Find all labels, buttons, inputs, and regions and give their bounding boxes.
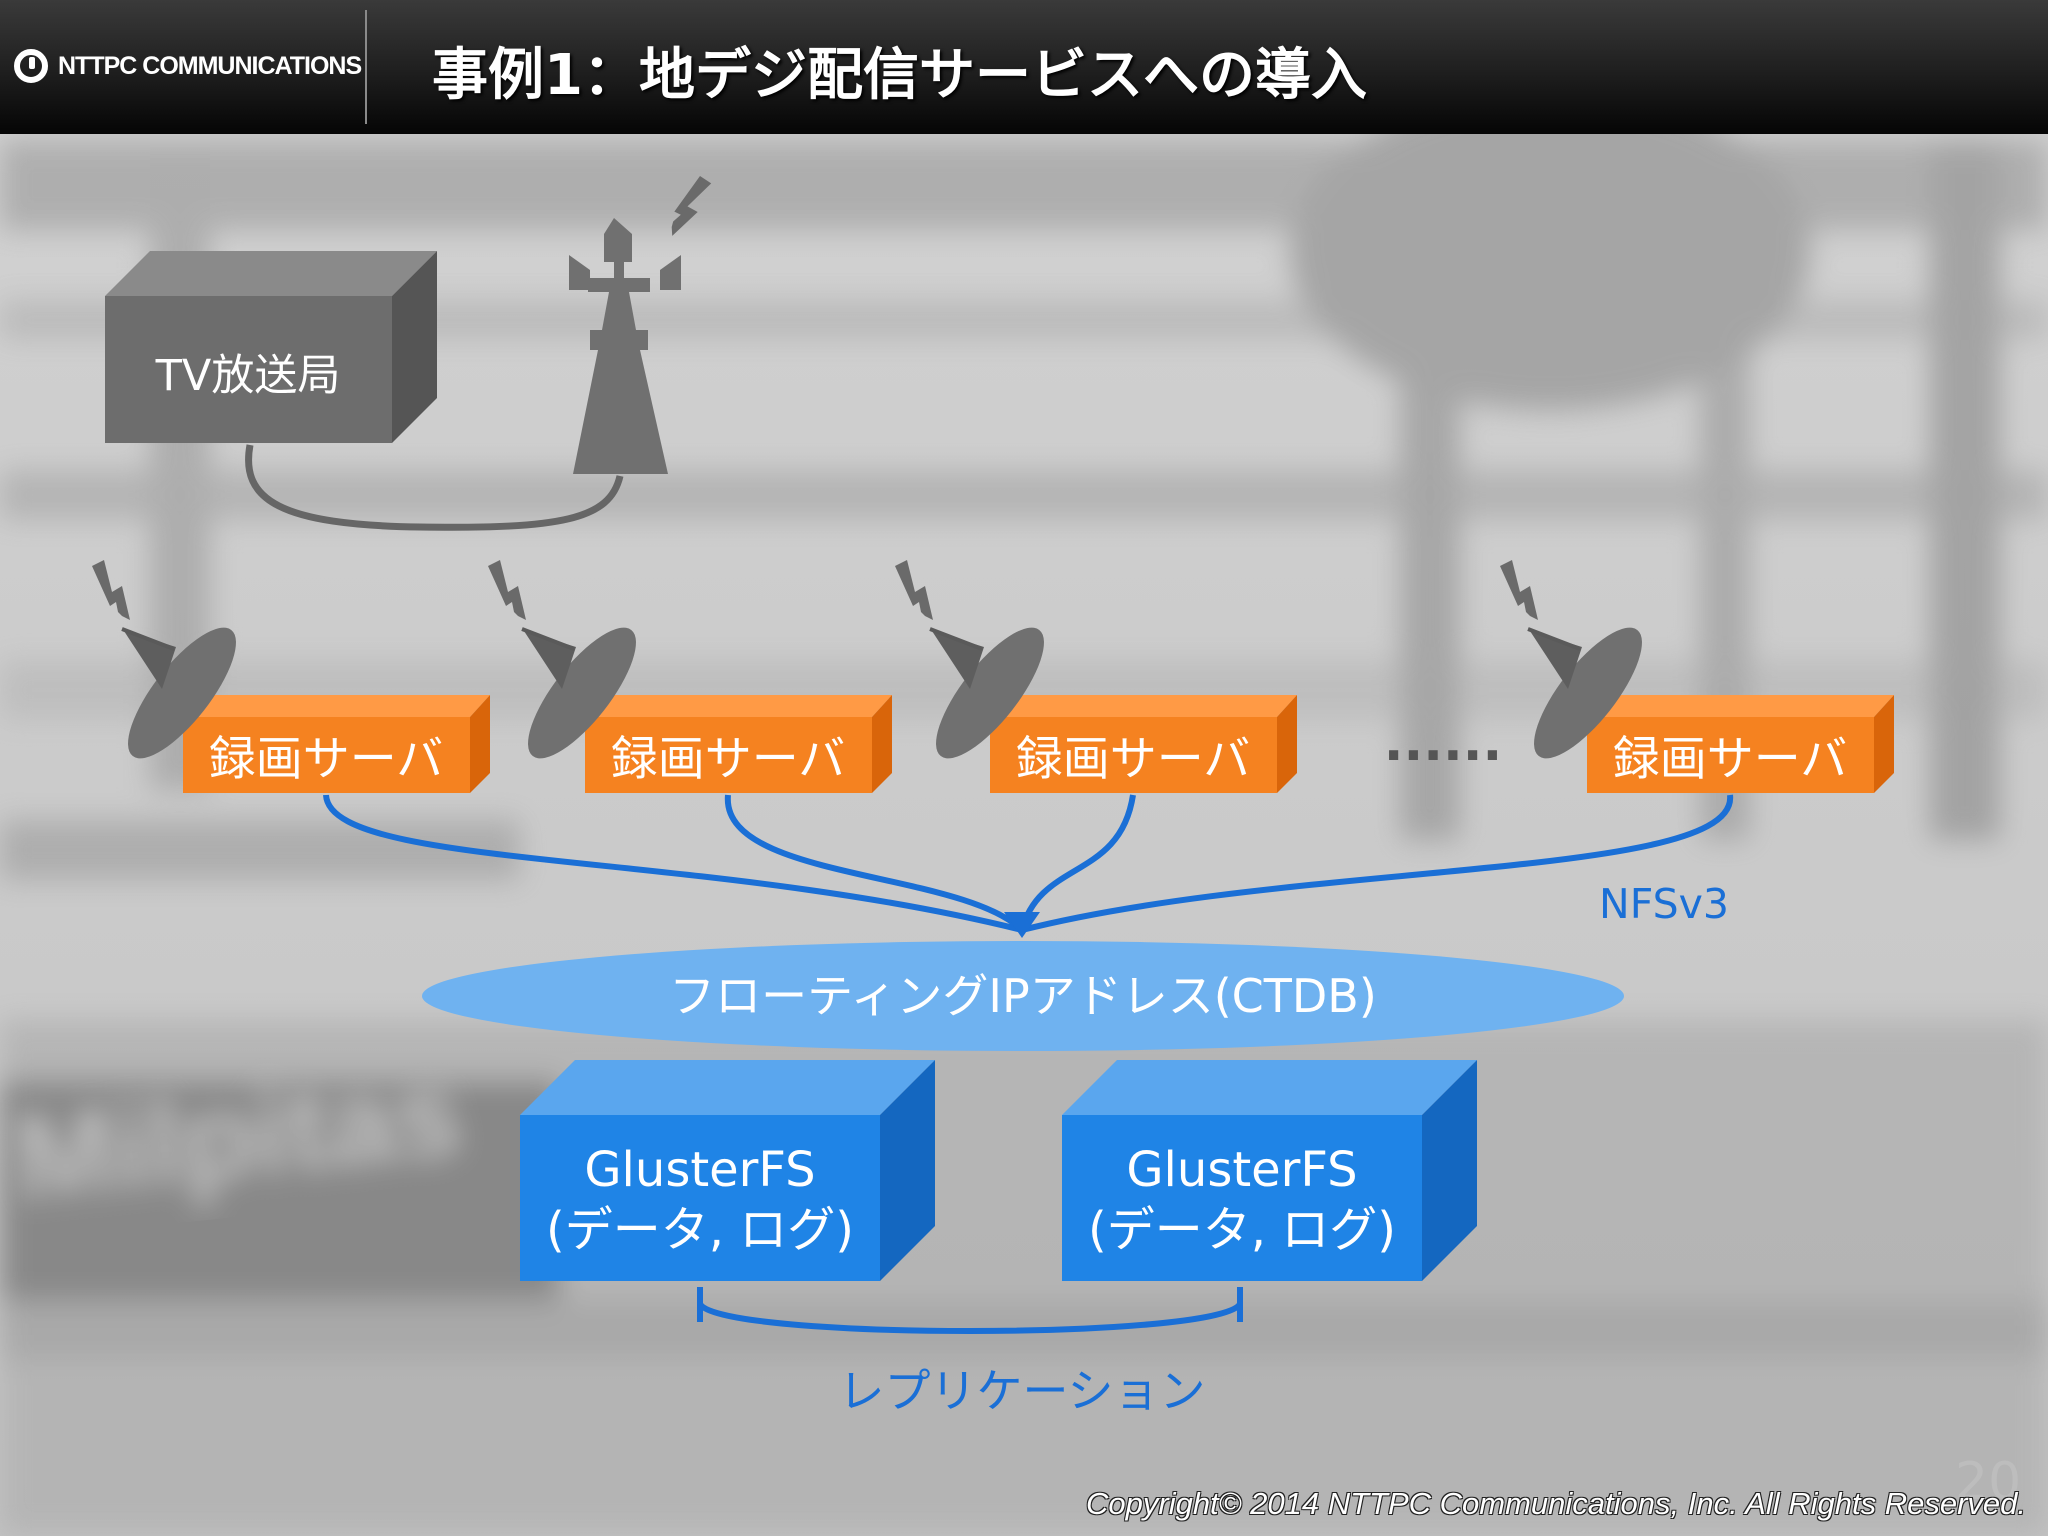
recording-server-2: 録画サーバ [585,695,892,793]
tv-station-tower-cable [245,444,624,531]
tv-station-box: TV放送局 [105,251,437,443]
glusterfs-node-1-subtitle: (データ, ログ) [546,1202,854,1258]
glusterfs-node-1: GlusterFS (データ, ログ) [520,1060,935,1281]
header-bar: NTTPC COMMUNICATIONS 事例1：地デジ配信サービスへの導入 [0,0,2048,134]
recording-server-4: 録画サーバ [1587,695,1894,793]
replication-bracket [697,1287,1243,1334]
header-divider [365,10,367,124]
nfs-connection-lines [323,794,1734,933]
slide-title: 事例1：地デジ配信サービスへの導入 [432,43,1367,108]
logo-text: NTTPC COMMUNICATIONS [58,51,362,80]
page-number: 20 [1955,1452,2022,1512]
signal-bolt-icon-1 [92,560,130,620]
tv-station-label: TV放送局 [155,351,341,401]
nfs-merge-arrowhead [1004,912,1040,938]
copyright-notice: Copyright© 2014 NTTPC Communications, In… [1086,1486,2026,1521]
recording-server-label-1: 録画サーバ [209,732,444,787]
replication-label: レプリケーション [838,1364,1205,1418]
signal-bolt-icon-2 [488,560,526,620]
recording-server-1: 録画サーバ [183,695,490,793]
broadcast-tower-icon [569,218,681,474]
logo-mark-icon [14,49,48,83]
nfs-protocol-label: NFSv3 [1599,880,1729,928]
floating-ip-label: フローティングIPアドレス(CTDB) [669,969,1377,1023]
glusterfs-node-2-title: GlusterFS [1126,1142,1357,1198]
recording-server-label-4: 録画サーバ [1613,732,1848,787]
company-logo: NTTPC COMMUNICATIONS [14,44,362,88]
recording-server-label-2: 録画サーバ [611,732,846,787]
tower-signal-bolt-icon [653,173,725,236]
signal-bolt-icon-3 [895,560,933,620]
glusterfs-node-1-title: GlusterFS [584,1142,815,1198]
glusterfs-node-2: GlusterFS (データ, ログ) [1062,1060,1477,1281]
more-servers-ellipsis: ...... [1384,713,1503,773]
floating-ip-ellipse: フローティングIPアドレス(CTDB) [422,941,1624,1051]
signal-bolt-icon-4 [1500,560,1538,620]
recording-server-label-3: 録画サーバ [1016,732,1251,787]
recording-server-3: 録画サーバ [990,695,1297,793]
glusterfs-node-2-subtitle: (データ, ログ) [1088,1202,1396,1258]
